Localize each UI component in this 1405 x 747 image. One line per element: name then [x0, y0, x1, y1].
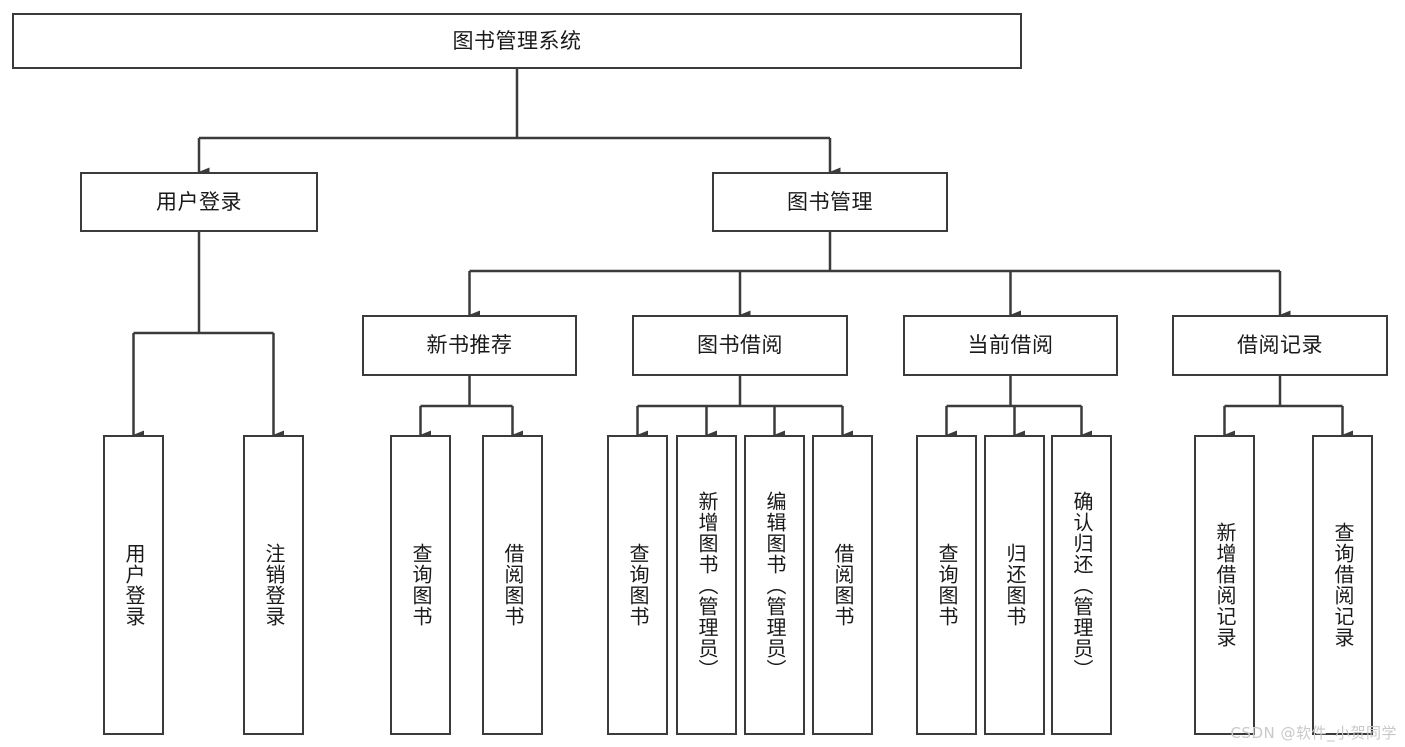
leaf-borrow-book[interactable]: 借阅图书 [812, 435, 873, 735]
leaf-confirm-return-admin[interactable]: 确认归还（管理员） [1051, 435, 1112, 735]
leaf-edit-book-admin-label: 编辑图书（管理员） [763, 490, 787, 680]
node-root[interactable]: 图书管理系统 [12, 13, 1022, 69]
leaf-query-book-current-label: 查询图书 [935, 543, 959, 627]
leaf-query-borrow-record-label: 查询借阅记录 [1331, 522, 1355, 648]
node-root-label: 图书管理系统 [452, 28, 582, 53]
leaf-add-borrow-record-label: 新增借阅记录 [1213, 522, 1237, 648]
csdn-watermark: CSDN @软件_小贺同学 [1230, 724, 1397, 742]
node-user-login-label: 用户登录 [156, 189, 242, 214]
edge-group [132, 69, 1353, 440]
leaf-query-book-current[interactable]: 查询图书 [916, 435, 977, 735]
leaf-query-book-recommend-label: 查询图书 [409, 543, 433, 627]
leaf-borrow-book-label: 借阅图书 [831, 543, 855, 627]
leaf-user-login[interactable]: 用户登录 [103, 435, 164, 735]
leaf-add-book-admin-label: 新增图书（管理员） [695, 490, 719, 680]
node-book-management-label: 图书管理 [787, 189, 873, 214]
node-new-book-recommend[interactable]: 新书推荐 [362, 315, 577, 376]
node-current-borrow-label: 当前借阅 [967, 333, 1054, 358]
leaf-logout[interactable]: 注销登录 [243, 435, 304, 735]
leaf-logout-label: 注销登录 [262, 543, 286, 627]
node-current-borrow[interactable]: 当前借阅 [903, 315, 1118, 376]
leaf-query-borrow-record[interactable]: 查询借阅记录 [1312, 435, 1373, 735]
leaf-return-book-label: 归还图书 [1003, 543, 1027, 627]
leaf-borrow-book-recommend[interactable]: 借阅图书 [482, 435, 543, 735]
node-borrow-record-label: 借阅记录 [1237, 333, 1323, 358]
leaf-query-book-borrow-label: 查询图书 [626, 543, 650, 627]
leaf-add-book-admin[interactable]: 新增图书（管理员） [676, 435, 737, 735]
leaf-edit-book-admin[interactable]: 编辑图书（管理员） [744, 435, 805, 735]
leaf-return-book[interactable]: 归还图书 [984, 435, 1045, 735]
node-new-book-recommend-label: 新书推荐 [426, 333, 513, 358]
leaf-borrow-book-recommend-label: 借阅图书 [501, 543, 525, 627]
leaf-query-book-recommend[interactable]: 查询图书 [390, 435, 451, 735]
node-book-borrow[interactable]: 图书借阅 [632, 315, 848, 376]
leaf-user-login-label: 用户登录 [122, 543, 146, 627]
leaf-query-book-borrow[interactable]: 查询图书 [607, 435, 668, 735]
leaf-confirm-return-admin-label: 确认归还（管理员） [1070, 490, 1094, 680]
node-borrow-record[interactable]: 借阅记录 [1172, 315, 1388, 376]
node-user-login[interactable]: 用户登录 [80, 172, 318, 232]
node-book-management[interactable]: 图书管理 [712, 172, 948, 232]
leaf-add-borrow-record[interactable]: 新增借阅记录 [1194, 435, 1255, 735]
node-book-borrow-label: 图书借阅 [697, 333, 783, 358]
